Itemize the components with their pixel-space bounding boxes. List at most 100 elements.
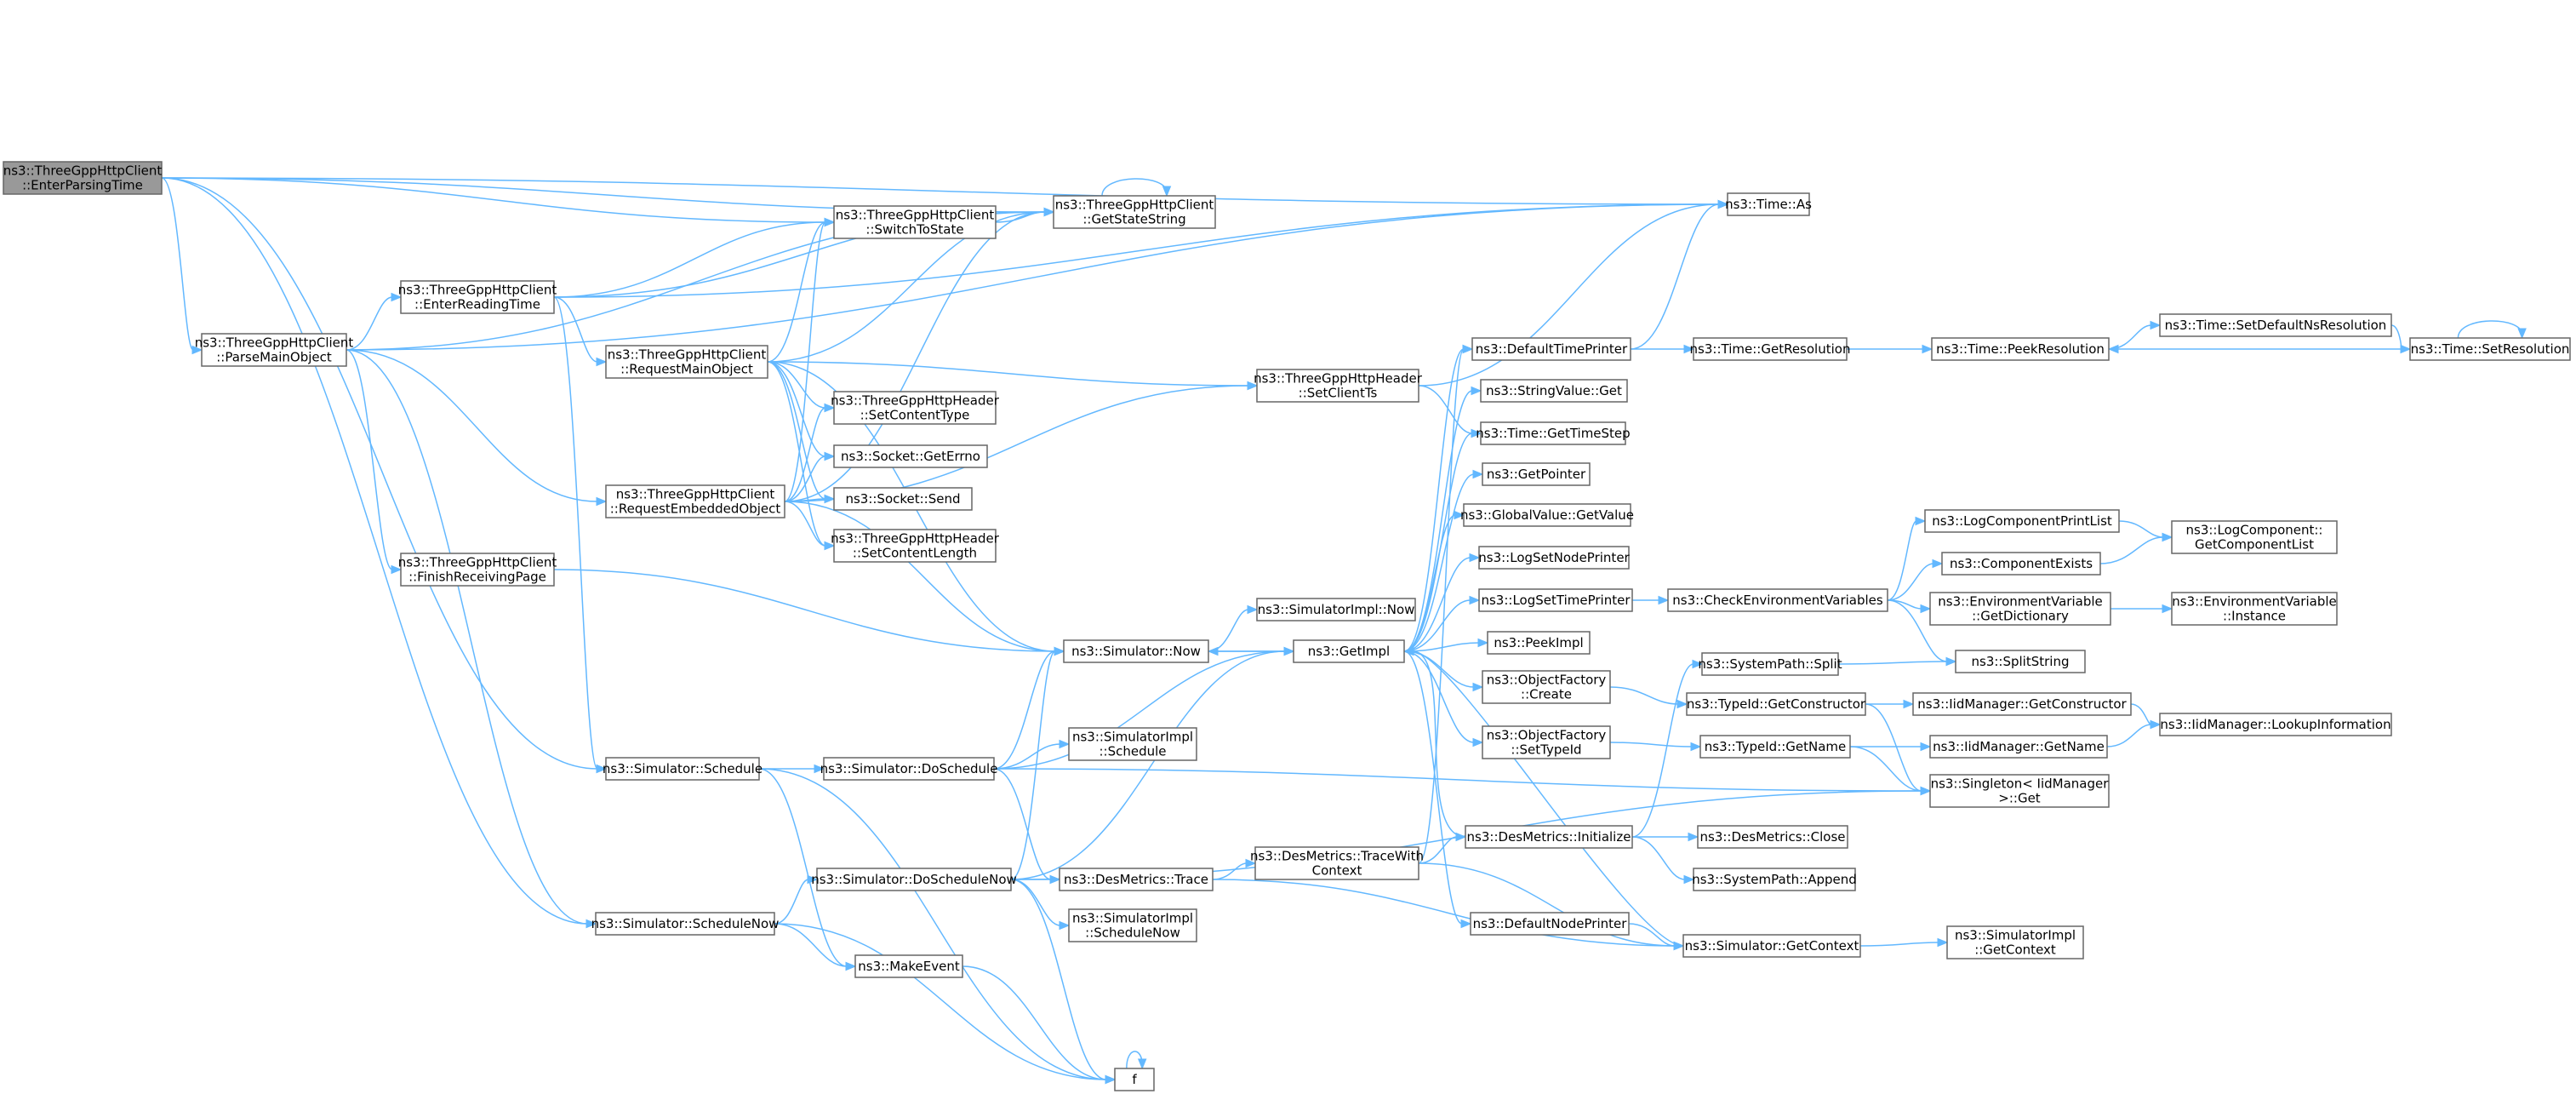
edge-path (767, 361, 1249, 387)
node-box (1293, 639, 1405, 663)
node-sim-impl-schedule-now[interactable]: ns3::SimulatorImpl::ScheduleNow (1068, 908, 1197, 942)
node-log-comp-print-list[interactable]: ns3::LogComponentPrintList (1924, 509, 2120, 533)
node-f[interactable]: f (1114, 1068, 1155, 1091)
node-get-time-step[interactable]: ns3::Time::GetTimeStep (1476, 421, 1631, 445)
edge-path (993, 650, 1286, 770)
call-edge (993, 646, 1065, 770)
arrow-head-icon (1690, 742, 1702, 752)
node-sys-path-append[interactable]: ns3::SystemPath::Append (1692, 868, 1857, 891)
node-schedule-now[interactable]: ns3::Simulator::ScheduleNow (591, 912, 780, 936)
node-set-resolution[interactable]: ns3::Time::SetResolution (2409, 337, 2571, 361)
node-sim-impl-schedule[interactable]: ns3::SimulatorImpl::Schedule (1068, 727, 1197, 761)
node-do-schedule-now[interactable]: ns3::Simulator::DoScheduleNow (811, 868, 1017, 891)
node-check-env[interactable]: ns3::CheckEnvironmentVariables (1667, 588, 1888, 612)
node-label: ns3::EnvironmentVariable (1938, 594, 2102, 610)
node-sim-now[interactable]: ns3::Simulator::Now (1063, 639, 1209, 663)
node-get-pointer[interactable]: ns3::GetPointer (1482, 462, 1591, 486)
node-type-id-get-ctor[interactable]: ns3::TypeId::GetConstructor (1686, 692, 1866, 716)
node-def-node-printer[interactable]: ns3::DefaultNodePrinter (1470, 912, 1630, 936)
edge-path (1887, 599, 1948, 662)
node-label: ns3::SimulatorImpl (1072, 911, 1193, 926)
node-switch-state[interactable]: ns3::ThreeGppHttpClient::SwitchToState (833, 205, 997, 239)
node-enter-parsing[interactable]: ns3::ThreeGppHttpClient::EnterParsingTim… (3, 161, 163, 195)
node-label: ::Instance (2223, 609, 2286, 624)
edge-path (346, 349, 588, 925)
node-sim-impl-get-ctx[interactable]: ns3::SimulatorImpl::GetContext (1946, 925, 2084, 959)
call-edge (774, 923, 1117, 1085)
node-socket-send[interactable]: ns3::Socket::Send (833, 487, 973, 511)
node-str-val-get[interactable]: ns3::StringValue::Get (1480, 379, 1628, 403)
node-singleton-get[interactable]: ns3::Singleton< IidManager >::Get (1929, 774, 2110, 808)
node-get-resolution[interactable]: ns3::Time::GetResolution (1690, 337, 1851, 361)
node-sim-impl-now[interactable]: ns3::SimulatorImpl::Now (1256, 598, 1416, 621)
node-des-trace[interactable]: ns3::DesMetrics::Trace (1059, 868, 1214, 891)
call-edge (1403, 595, 1481, 652)
node-type-id-get-name[interactable]: ns3::TypeId::GetName (1699, 735, 1851, 759)
node-schedule[interactable]: ns3::Simulator::Schedule (603, 757, 763, 781)
call-edge (993, 768, 1061, 885)
node-obj-fact-create[interactable]: ns3::ObjectFactory::Create (1482, 670, 1611, 704)
edge-path (774, 879, 809, 925)
edge-path (962, 965, 1107, 1080)
node-des-init[interactable]: ns3::DesMetrics::Initialize (1465, 825, 1633, 849)
node-label: ::GetContext (1974, 942, 2056, 958)
call-edge (346, 292, 403, 351)
node-def-time-printer[interactable]: ns3::DefaultTimePrinter (1471, 337, 1631, 361)
node-env-var-instance[interactable]: ns3::EnvironmentVariable::Instance (2171, 592, 2338, 626)
call-edge (1630, 199, 1729, 350)
node-set-content-length[interactable]: ns3::ThreeGppHttpHeader::SetContentLengt… (831, 529, 1000, 563)
node-req-emb[interactable]: ns3::ThreeGppHttpClient::RequestEmbedded… (605, 484, 785, 518)
node-set-content-type[interactable]: ns3::ThreeGppHttpHeader::SetContentType (831, 391, 1000, 425)
edge-path (784, 501, 1056, 652)
node-time-as[interactable]: ns3::Time::As (1725, 192, 1812, 216)
node-iid-get-name[interactable]: ns3::IidManager::GetName (1929, 735, 2108, 759)
node-split-string[interactable]: ns3::SplitString (1955, 650, 2086, 673)
node-peek-impl[interactable]: ns3::PeekImpl (1487, 631, 1591, 655)
edge-path (784, 221, 826, 502)
call-edge (774, 923, 857, 971)
call-edge (1847, 344, 1933, 354)
node-peek-resolution[interactable]: ns3::Time::PeekResolution (1931, 337, 2110, 361)
node-parse-main[interactable]: ns3::ThreeGppHttpClient::ParseMainObject (195, 333, 354, 367)
node-iid-lookup[interactable]: ns3::IidManager::LookupInformation (2159, 713, 2392, 736)
node-iid-get-ctor[interactable]: ns3::IidManager::GetConstructor (1912, 692, 2132, 716)
node-sim-get-context[interactable]: ns3::Simulator::GetContext (1682, 934, 1861, 958)
node-log-comp-get-list[interactable]: ns3::LogComponent::GetComponentList (2171, 520, 2338, 554)
node-obj-fact-set-type-id[interactable]: ns3::ObjectFactory::SetTypeId (1482, 725, 1611, 759)
arrow-head-icon (1247, 604, 1259, 615)
node-get-state-str[interactable]: ns3::ThreeGppHttpClient::GetStateString (1053, 195, 1216, 229)
node-label: ::ScheduleNow (1085, 925, 1180, 941)
node-enter-reading[interactable]: ns3::ThreeGppHttpClient::EnterReadingTim… (398, 280, 557, 314)
call-edge (346, 349, 597, 929)
arrow-head-icon (1915, 516, 1927, 526)
edge-path (767, 361, 826, 457)
edge-path (553, 569, 1056, 652)
node-finish-recv[interactable]: ns3::ThreeGppHttpClient::FinishReceiving… (398, 553, 557, 587)
call-edge (1402, 646, 1684, 947)
call-edge (1208, 604, 1259, 652)
node-log-set-time-printer[interactable]: ns3::LogSetTimePrinter (1478, 588, 1633, 612)
node-set-def-ns-res[interactable]: ns3::Time::SetDefaultNsResolution (2159, 313, 2392, 337)
node-env-var-get-dict[interactable]: ns3::EnvironmentVariable::GetDictionary (1929, 592, 2111, 626)
node-global-val-get[interactable]: ns3::GlobalValue::GetValue (1460, 503, 1634, 527)
node-set-client-ts[interactable]: ns3::ThreeGppHttpHeader::SetClientTs (1254, 369, 1423, 403)
node-box (1686, 692, 1866, 716)
node-component-exists[interactable]: ns3::ComponentExists (1941, 552, 2101, 576)
node-sys-path-split[interactable]: ns3::SystemPath::Split (1698, 652, 1842, 676)
node-log-set-node-printer[interactable]: ns3::LogSetNodePrinter (1478, 546, 1631, 570)
node-do-schedule[interactable]: ns3::Simulator::DoSchedule (820, 757, 998, 781)
node-label: ns3::ComponentExists (1950, 556, 2093, 571)
node-des-close[interactable]: ns3::DesMetrics::Close (1697, 825, 1848, 849)
node-get-errno[interactable]: ns3::Socket::GetErrno (833, 444, 988, 468)
edge-path (1010, 650, 1286, 880)
node-req-main[interactable]: ns3::ThreeGppHttpClient::RequestMainObje… (605, 345, 768, 379)
edge-path (767, 361, 826, 547)
node-get-impl[interactable]: ns3::GetImpl (1293, 639, 1405, 663)
node-label: ns3::SimulatorImpl (1955, 928, 2076, 943)
edge-path (1403, 650, 1475, 743)
arrow-head-icon (191, 345, 203, 355)
edge-path (553, 296, 598, 363)
node-make-event[interactable]: ns3::MakeEvent (854, 954, 963, 978)
arrow-head-icon (1683, 344, 1695, 354)
